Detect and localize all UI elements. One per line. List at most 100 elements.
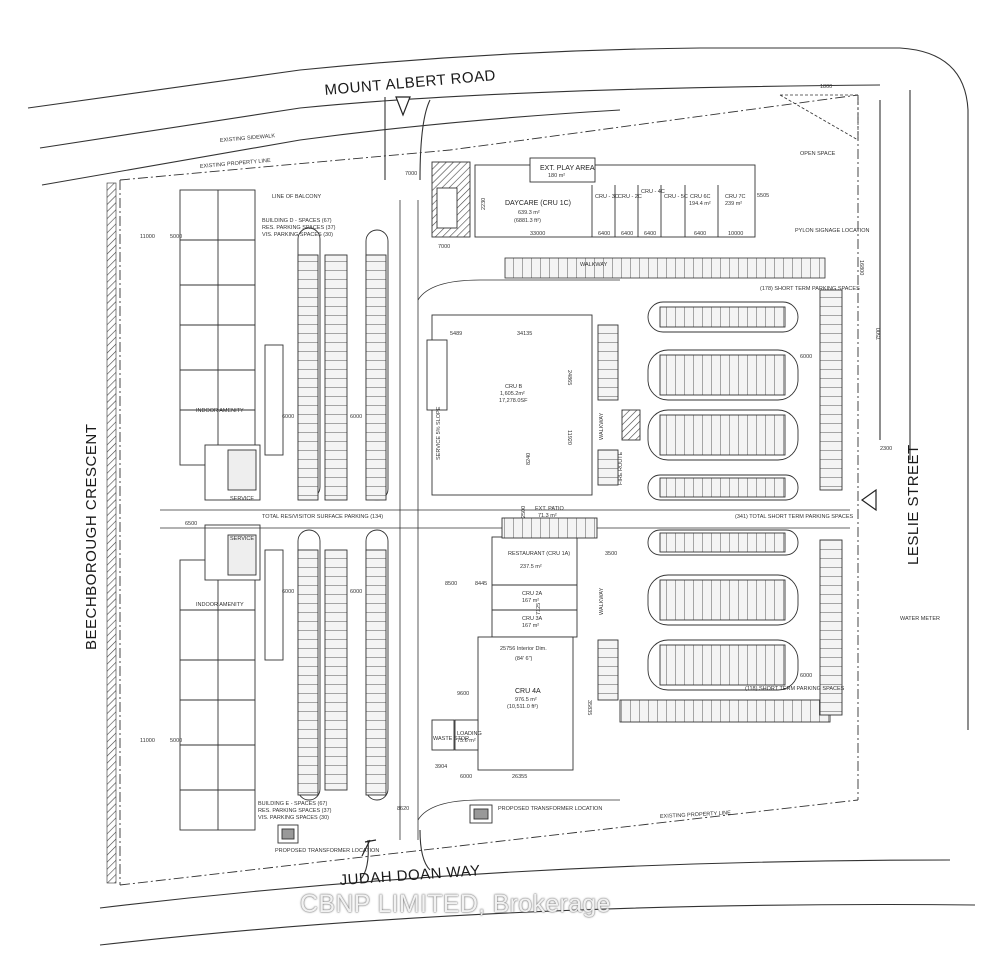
cru-2c-label: CRU - 2C (618, 194, 642, 200)
west-landscape-strip (106, 182, 117, 884)
dim-6400-a: 6400 (598, 231, 610, 237)
dim-16800: 16800 (858, 260, 864, 275)
dim-9600: 9600 (457, 691, 469, 697)
walkway-label: WALKWAY (580, 262, 608, 268)
property-line (119, 94, 859, 886)
total-short-term-label: (341) TOTAL SHORT TERM PARKING SPACES (735, 514, 854, 520)
dim-6000-e: 6000 (800, 354, 812, 360)
pylon-signage-label: PYLON SIGNAGE LOCATION (795, 228, 869, 234)
dim-6000-b: 6000 (350, 414, 362, 420)
cru-7c-label: CRU 7C (725, 194, 746, 200)
entrance-markers (361, 96, 877, 857)
cru-3a-size: 167 m² (522, 623, 539, 629)
dim-6000-d: 6000 (350, 589, 362, 595)
loading-size: 75.6 m² (457, 738, 476, 744)
cru-4a-size-ft: (10,511.0 ft²) (507, 704, 538, 710)
building-d-line1: RES. PARKING SPACES (37) (262, 225, 336, 231)
dim-5000-b: 5000 (170, 738, 182, 744)
property-line-label-south: EXISTING PROPERTY LINE (660, 810, 732, 820)
cru-5c-label: CRU - 5C (664, 194, 688, 200)
transformer-label-1: PROPOSED TRANSFORMER LOCATION (275, 848, 379, 854)
daycare-size: 639.3 m² (518, 210, 540, 216)
service-label: SERVICE 5% SLOPE (436, 406, 442, 460)
road-north-label: MOUNT ALBERT ROAD (324, 67, 497, 99)
dim-33000: 33000 (530, 231, 545, 237)
dim-6000-f: 6000 (800, 673, 812, 679)
building-d (179, 189, 261, 501)
dim-5505: 5505 (757, 193, 769, 199)
cru-4a-size: 976.5 m² (515, 697, 537, 703)
dim-3904: 3904 (435, 764, 447, 770)
dim-1800: 1800 (820, 84, 832, 90)
dim-5489: 5489 (450, 331, 462, 337)
dim-11920: 11920 (566, 430, 572, 445)
dim-8620: 8620 (397, 806, 409, 812)
cru-4a-label: CRU 4A (515, 688, 541, 695)
play-area-label: EXT. PLAY AREA (540, 165, 595, 172)
restaurant-label: RESTAURANT (CRU 1A) (508, 551, 570, 557)
cru-b-size-ft: 17,278.0SF (499, 398, 528, 404)
open-space-label: OPEN SPACE (800, 151, 836, 157)
open-space-area (778, 94, 859, 141)
cru-b-building (426, 314, 641, 496)
east-parking (597, 289, 843, 723)
watermark: CBNP LIMITED, Brokerage (300, 890, 611, 918)
transformer-pads (277, 804, 493, 844)
dim-7500: 7500 (876, 328, 882, 340)
commercial-south (431, 517, 598, 771)
loading-label: LOADING (457, 731, 482, 737)
dim-11000-b: 11000 (140, 738, 155, 744)
amenity-label-south: INDOOR AMENITY (196, 602, 244, 608)
short-term-bottom-label: (118) SHORT TERM PARKING SPACES (745, 686, 845, 692)
dim-7000-a: 7000 (438, 244, 450, 250)
road-east-label: LESLIE STREET (905, 444, 922, 565)
building-d-line2: VIS. PARKING SPACES (30) (262, 232, 333, 238)
cru-3a-label: CRU 3A (522, 616, 543, 622)
service-label-south: SERVICE (230, 536, 254, 542)
dim-6000-c: 6000 (282, 589, 294, 595)
dim-34135: 34135 (517, 331, 532, 337)
daycare-size-ft: (6881.3 ft²) (514, 218, 541, 224)
dim-7000-b: 7000 (405, 171, 417, 177)
dim-6400-d: 6400 (694, 231, 706, 237)
service-label-north: SERVICE (230, 496, 254, 502)
cru-b-label: CRU B (505, 384, 522, 390)
dim-6000-g: 6000 (460, 774, 472, 780)
interior-dim-label: 25756 Interior Dim. (500, 646, 547, 652)
dim-8240: 8240 (526, 453, 532, 465)
dim-5000-a: 5000 (170, 234, 182, 240)
cru-4c-label: CRU - 4C (641, 189, 665, 195)
cru-6c-label: CRU 6C (690, 194, 711, 200)
dim-6400-c: 6400 (644, 231, 656, 237)
dim-2300: 2300 (880, 446, 892, 452)
dim-10000: 10000 (728, 231, 743, 237)
short-term-top-label: (178) SHORT TERM PARKING SPACES (760, 286, 860, 292)
total-res-visitor-label: TOTAL RES/VISITOR SURFACE PARKING (134) (262, 514, 383, 520)
dim-6500: 6500 (185, 521, 197, 527)
walkway-vertical-label: WALKWAY (599, 412, 605, 440)
walkway-north (504, 257, 826, 279)
walkway-vertical-label-2: WALKWAY (599, 587, 605, 615)
balcony-label: LINE OF BALCONY (272, 194, 322, 200)
dim-35835: 35835 (586, 700, 592, 715)
sidewalk-label: EXISTING SIDEWALK (220, 133, 276, 144)
dim-2500: 2500 (521, 506, 527, 518)
dim-2230: 2230 (481, 198, 487, 210)
cru-3c-label: CRU - 3C (595, 194, 619, 200)
dim-26355: 26355 (512, 774, 527, 780)
water-meter-label: WATER METER (900, 616, 940, 622)
dim-6400-b: 6400 (621, 231, 633, 237)
dim-24865: 24865 (566, 370, 572, 385)
transformer-label-2: PROPOSED TRANSFORMER LOCATION (498, 806, 602, 812)
ext-patio-label: EXT. PATIO (535, 506, 565, 512)
building-d-label: BUILDING D - SPACES (67) (262, 218, 332, 224)
fire-route-label: FIRE ROUTE (618, 451, 624, 485)
cru-2a-size: 167 m² (522, 598, 539, 604)
building-e-line2: VIS. PARKING SPACES (30) (258, 815, 329, 821)
building-e-line1: RES. PARKING SPACES (37) (258, 808, 332, 814)
amenity-label-north: INDOOR AMENITY (196, 408, 244, 414)
cru-6c-size: 194.4 m² (689, 201, 711, 207)
road-south-label: JUDAH DOAN WAY (339, 862, 481, 889)
cru-7c-size: 239 m² (725, 201, 742, 207)
